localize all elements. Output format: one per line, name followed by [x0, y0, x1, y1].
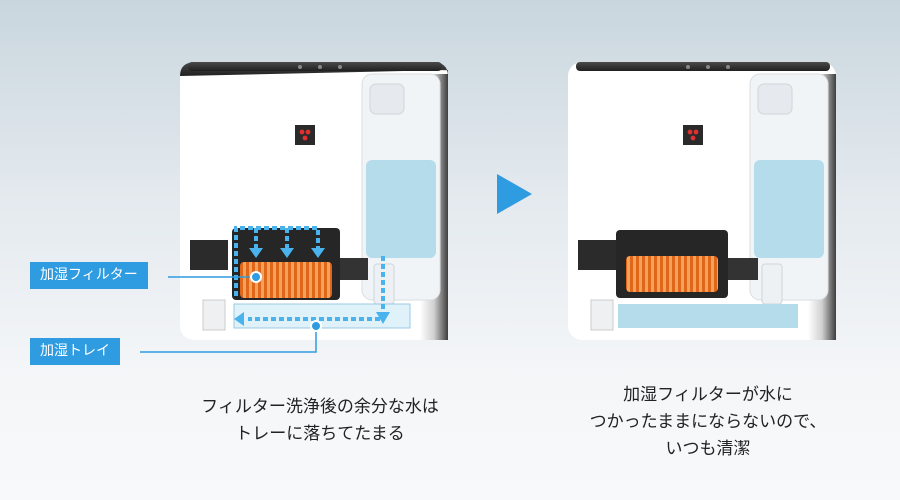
humidifier-right	[568, 62, 836, 340]
brand-logo-icon	[295, 125, 315, 145]
right-triangle-arrow-icon	[497, 174, 532, 214]
humidifier-left	[140, 62, 448, 353]
water-flow-arrows	[234, 226, 385, 321]
caption-line: 加湿フィルターが水に	[623, 385, 793, 405]
water-tank-water	[366, 160, 436, 258]
caption-right: 加湿フィルターが水に つかったままにならないので、 いつも清潔	[548, 382, 868, 463]
humidifying-tray	[233, 303, 411, 329]
humidifying-filter	[240, 262, 332, 298]
humidifying-tray-water	[618, 304, 798, 328]
caption-left: フィルター洗浄後の余分な水は トレーに落ちてたまる	[150, 394, 490, 448]
callout-lines	[140, 276, 317, 353]
caption-line: つかったままにならないので、	[589, 412, 827, 432]
brand-logo-icon	[683, 125, 703, 145]
caption-line: フィルター洗浄後の余分な水は	[201, 397, 439, 417]
caption-line: いつも清潔	[665, 439, 751, 459]
water-tank-water	[754, 160, 824, 258]
humidifying-filter	[626, 256, 718, 292]
label-humidifying-filter: 加湿フィルター	[30, 262, 148, 289]
caption-line: トレーに落ちてたまる	[235, 424, 405, 444]
label-humidifying-tray: 加湿トレイ	[30, 338, 120, 365]
